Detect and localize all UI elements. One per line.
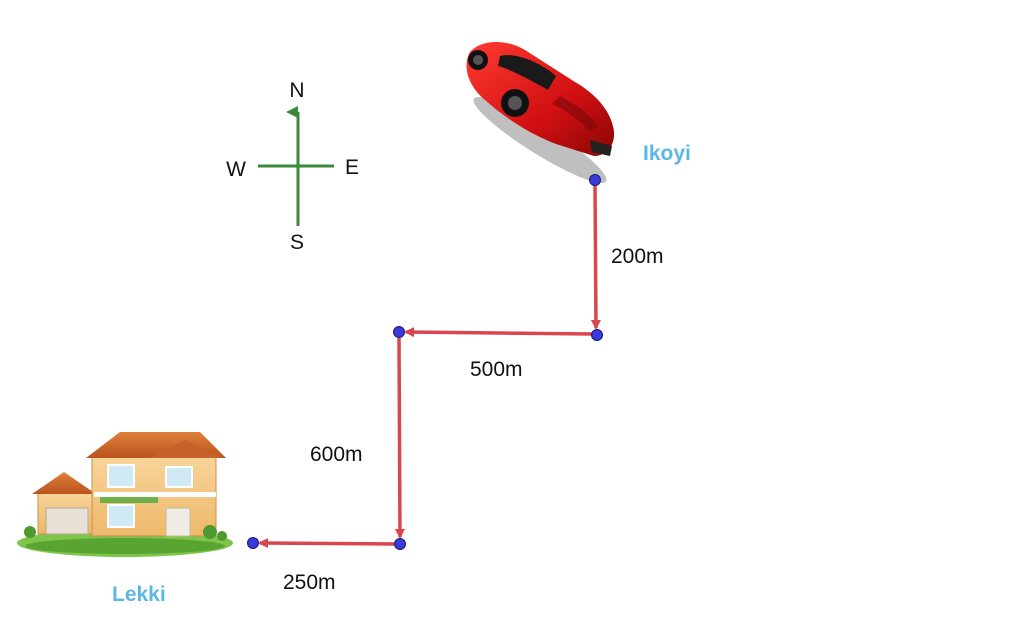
leg-2-distance-label: 500m: [470, 358, 523, 381]
compass-south-label: S: [290, 231, 304, 254]
route-leg-2-arrow: [404, 327, 594, 338]
red-sports-car-image: [466, 41, 615, 184]
compass-north-label: N: [289, 79, 304, 102]
route-points: [247, 174, 603, 550]
route-point-end: [247, 537, 259, 549]
leg-3-distance-label: 600m: [310, 443, 363, 466]
route-point-start: [589, 174, 601, 186]
route-leg-4-arrow: [258, 538, 395, 549]
compass-west-label: W: [226, 158, 246, 181]
compass: N S E W: [226, 79, 359, 254]
route-point-4: [394, 538, 406, 550]
route-path: [258, 183, 601, 549]
compass-east-label: E: [345, 156, 359, 179]
start-place-label: Ikoyi: [643, 142, 691, 165]
route-leg-1-arrow: [590, 183, 601, 330]
route-point-2: [591, 329, 603, 341]
route-point-3: [393, 326, 405, 338]
leg-4-distance-label: 250m: [283, 571, 336, 594]
route-leg-3-arrow: [394, 337, 405, 539]
end-place-label: Lekki: [112, 583, 166, 606]
leg-1-distance-label: 200m: [611, 245, 664, 268]
house-image: [17, 432, 233, 557]
